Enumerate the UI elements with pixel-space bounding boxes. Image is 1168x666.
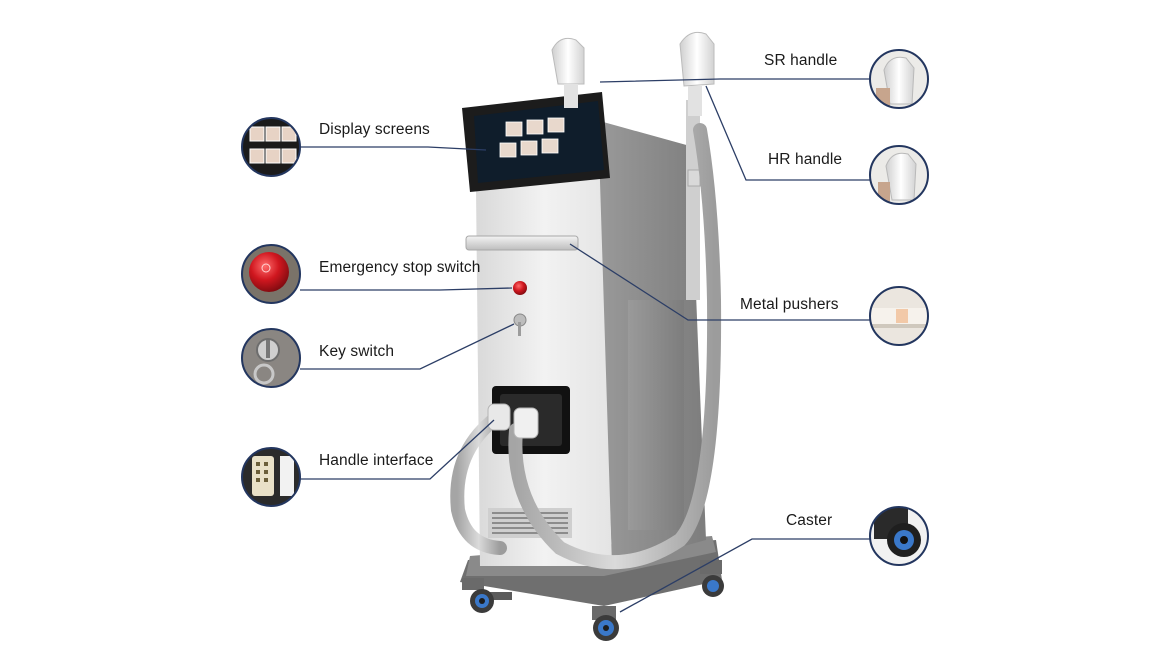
handle-cables [450, 123, 722, 570]
caster-wheel-thumbnail [869, 506, 929, 566]
label-display-screens: Display screens [319, 121, 430, 138]
leader-hr [705, 85, 870, 181]
caster-back-right [700, 560, 724, 597]
caster-wheels [462, 560, 724, 641]
leader-metal [569, 243, 870, 321]
side-vent-grid [628, 300, 684, 530]
leader-lines [300, 78, 870, 613]
touch-screen [462, 92, 610, 192]
label-emergency-stop-switch: Emergency stop switch [319, 259, 481, 276]
leader-estop [300, 287, 513, 291]
hr-handle [679, 31, 715, 187]
label-caster: Caster [786, 512, 833, 529]
sr-handle-thumbnail [869, 49, 929, 109]
cable-connectors [487, 403, 539, 439]
emergency-stop-button-thumbnail [241, 244, 301, 304]
leader-key [300, 323, 515, 370]
laser-device [450, 31, 724, 641]
handle-interface-thumbnail [241, 447, 301, 507]
label-metal-pushers: Metal pushers [740, 296, 839, 313]
caster-front-left [462, 578, 494, 613]
sr-handle [551, 37, 585, 108]
leader-handle [300, 419, 495, 480]
label-handle-interface: Handle interface [319, 452, 434, 469]
display-screens-thumbnail [241, 117, 301, 177]
leader-sr [599, 78, 870, 83]
metal-pusher-thumbnail [869, 286, 929, 346]
leader-display [300, 146, 487, 151]
label-sr-handle: SR handle [764, 52, 838, 69]
key-switch [513, 313, 527, 336]
metal-pusher-bar [465, 235, 579, 251]
label-key-switch: Key switch [319, 343, 395, 360]
leader-caster [619, 538, 870, 613]
hr-handle-thumbnail [869, 145, 929, 205]
label-hr-handle: HR handle [768, 151, 843, 168]
emergency-stop-button [513, 281, 527, 295]
caster-front-right [592, 606, 619, 641]
key-switch-thumbnail [241, 328, 301, 388]
